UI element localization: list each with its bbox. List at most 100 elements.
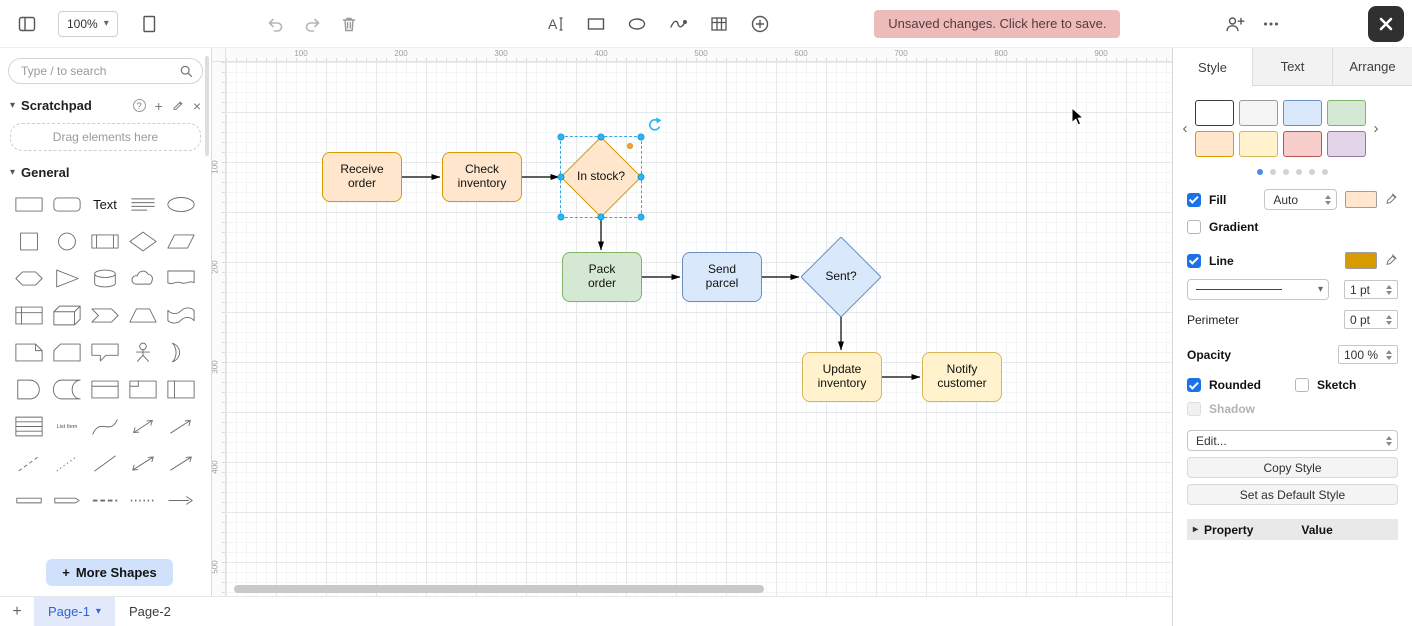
fill-eyedropper-icon[interactable]	[1385, 192, 1398, 208]
add-scratchpad-icon[interactable]: +	[154, 97, 163, 114]
tab-style[interactable]: Style	[1173, 48, 1252, 86]
node-receive-order[interactable]: Receive order	[322, 152, 402, 202]
zoom-dropdown[interactable]: 100% ▾	[58, 10, 118, 37]
tab-arrange[interactable]: Arrange	[1332, 48, 1412, 86]
edit-style-select[interactable]: Edit...	[1187, 430, 1398, 451]
preset-page-dot-5[interactable]	[1322, 169, 1328, 175]
shape-process[interactable]	[86, 223, 124, 260]
diagram-panel-toggle-icon[interactable]	[14, 11, 40, 37]
selection-handle[interactable]	[597, 213, 605, 221]
shape-data-storage[interactable]	[48, 371, 86, 408]
shape-curve[interactable]	[86, 408, 124, 445]
fill-color-swatch[interactable]	[1345, 191, 1377, 208]
selection-handle[interactable]	[597, 133, 605, 141]
shape-note[interactable]	[10, 334, 48, 371]
insert-table-icon[interactable]	[706, 11, 732, 37]
shape-cylinder[interactable]	[86, 260, 124, 297]
shape-triangle[interactable]	[48, 260, 86, 297]
shape-link[interactable]	[10, 482, 48, 519]
shape-rounded-rectangle[interactable]	[48, 186, 86, 223]
preset-page-dot-4[interactable]	[1309, 169, 1315, 175]
style-preset-3[interactable]	[1327, 100, 1366, 126]
shape-arrow[interactable]	[162, 408, 200, 445]
shape-edge-arrow[interactable]	[162, 482, 200, 519]
shape-dashed-line[interactable]	[10, 445, 48, 482]
more-shapes-button[interactable]: + More Shapes	[46, 559, 173, 586]
freehand-icon[interactable]	[665, 11, 691, 37]
selection-handle[interactable]	[637, 213, 645, 221]
page-tab-1[interactable]: Page-1 ▾	[34, 597, 115, 626]
scratchpad-drop-zone[interactable]: Drag elements here	[10, 123, 201, 151]
line-width-input[interactable]: 1 pt	[1344, 280, 1398, 299]
line-checkbox[interactable]	[1187, 253, 1201, 268]
shape-list[interactable]	[10, 408, 48, 445]
style-preset-2[interactable]	[1283, 100, 1322, 126]
shape-dashed-edge[interactable]	[86, 482, 124, 519]
gradient-checkbox[interactable]	[1187, 220, 1201, 234]
rotate-handle-icon[interactable]	[647, 117, 663, 133]
set-default-style-button[interactable]: Set as Default Style	[1187, 484, 1398, 505]
search-input[interactable]	[8, 58, 203, 84]
page-tab-2[interactable]: Page-2	[128, 604, 171, 619]
shape-diamond[interactable]	[124, 223, 162, 260]
shape-trapezoid[interactable]	[124, 297, 162, 334]
scrollbar-thumb[interactable]	[234, 585, 764, 593]
property-table-header[interactable]: ▸ Property Value	[1187, 519, 1398, 540]
style-preset-6[interactable]	[1283, 131, 1322, 157]
preset-page-dot-2[interactable]	[1283, 169, 1289, 175]
node-pack-order[interactable]: Pack order	[562, 252, 642, 302]
stepper-icon[interactable]	[1386, 349, 1392, 360]
selection-handle[interactable]	[637, 133, 645, 141]
shape-bidirectional-connector[interactable]	[124, 445, 162, 482]
shape-text[interactable]: Text	[93, 197, 117, 212]
shape-tape[interactable]	[162, 297, 200, 334]
style-preset-7[interactable]	[1327, 131, 1366, 157]
shape-square[interactable]	[10, 223, 48, 260]
line-color-swatch[interactable]	[1345, 252, 1377, 269]
style-preset-0[interactable]	[1195, 100, 1234, 126]
sketch-checkbox[interactable]	[1295, 378, 1309, 392]
shape-cube[interactable]	[48, 297, 86, 334]
canvas-content[interactable]: Receive order Check inventory In stock? Pac…	[226, 62, 1172, 596]
node-notify-customer[interactable]: Notify customer	[922, 352, 1002, 402]
shape-step[interactable]	[86, 297, 124, 334]
line-eyedropper-icon[interactable]	[1385, 253, 1398, 269]
insert-more-icon[interactable]	[747, 11, 773, 37]
insert-ellipse-icon[interactable]	[624, 11, 650, 37]
node-sent[interactable]: Sent?	[800, 236, 882, 318]
shape-or[interactable]	[162, 334, 200, 371]
stepper-icon[interactable]	[1386, 284, 1392, 295]
shape-dotted-edge[interactable]	[124, 482, 162, 519]
shape-actor[interactable]	[124, 334, 162, 371]
copy-style-button[interactable]: Copy Style	[1187, 457, 1398, 478]
shape-textbox[interactable]	[124, 186, 162, 223]
selection-handle[interactable]	[557, 133, 565, 141]
undo-icon[interactable]	[262, 11, 288, 37]
line-style-select[interactable]: ▾	[1187, 279, 1329, 300]
node-send-parcel[interactable]: Send parcel	[682, 252, 762, 302]
shape-line[interactable]	[86, 445, 124, 482]
shape-circle[interactable]	[48, 223, 86, 260]
shape-internal-storage[interactable]	[10, 297, 48, 334]
shape-directional-link[interactable]	[48, 482, 86, 519]
node-update-inventory[interactable]: Update inventory	[802, 352, 882, 402]
style-preset-4[interactable]	[1195, 131, 1234, 157]
shape-list-item[interactable]: List Item	[56, 423, 78, 430]
shape-dotted-line[interactable]	[48, 445, 86, 482]
shape-document[interactable]	[162, 260, 200, 297]
shape-horizontal-container[interactable]	[162, 371, 200, 408]
insert-text-icon[interactable]: A	[542, 11, 568, 37]
shape-frame[interactable]	[124, 371, 162, 408]
shape-ellipse[interactable]	[162, 186, 200, 223]
shape-callout[interactable]	[86, 334, 124, 371]
shape-and[interactable]	[10, 371, 48, 408]
preset-page-dot-3[interactable]	[1296, 169, 1302, 175]
share-icon[interactable]	[1222, 11, 1248, 37]
redo-icon[interactable]	[300, 11, 326, 37]
node-in-stock[interactable]: In stock?	[557, 117, 662, 221]
style-preset-1[interactable]	[1239, 100, 1278, 126]
shape-card[interactable]	[48, 334, 86, 371]
edit-scratchpad-icon[interactable]	[172, 98, 184, 113]
shape-hexagon[interactable]	[10, 260, 48, 297]
node-check-inventory[interactable]: Check inventory	[442, 152, 522, 202]
